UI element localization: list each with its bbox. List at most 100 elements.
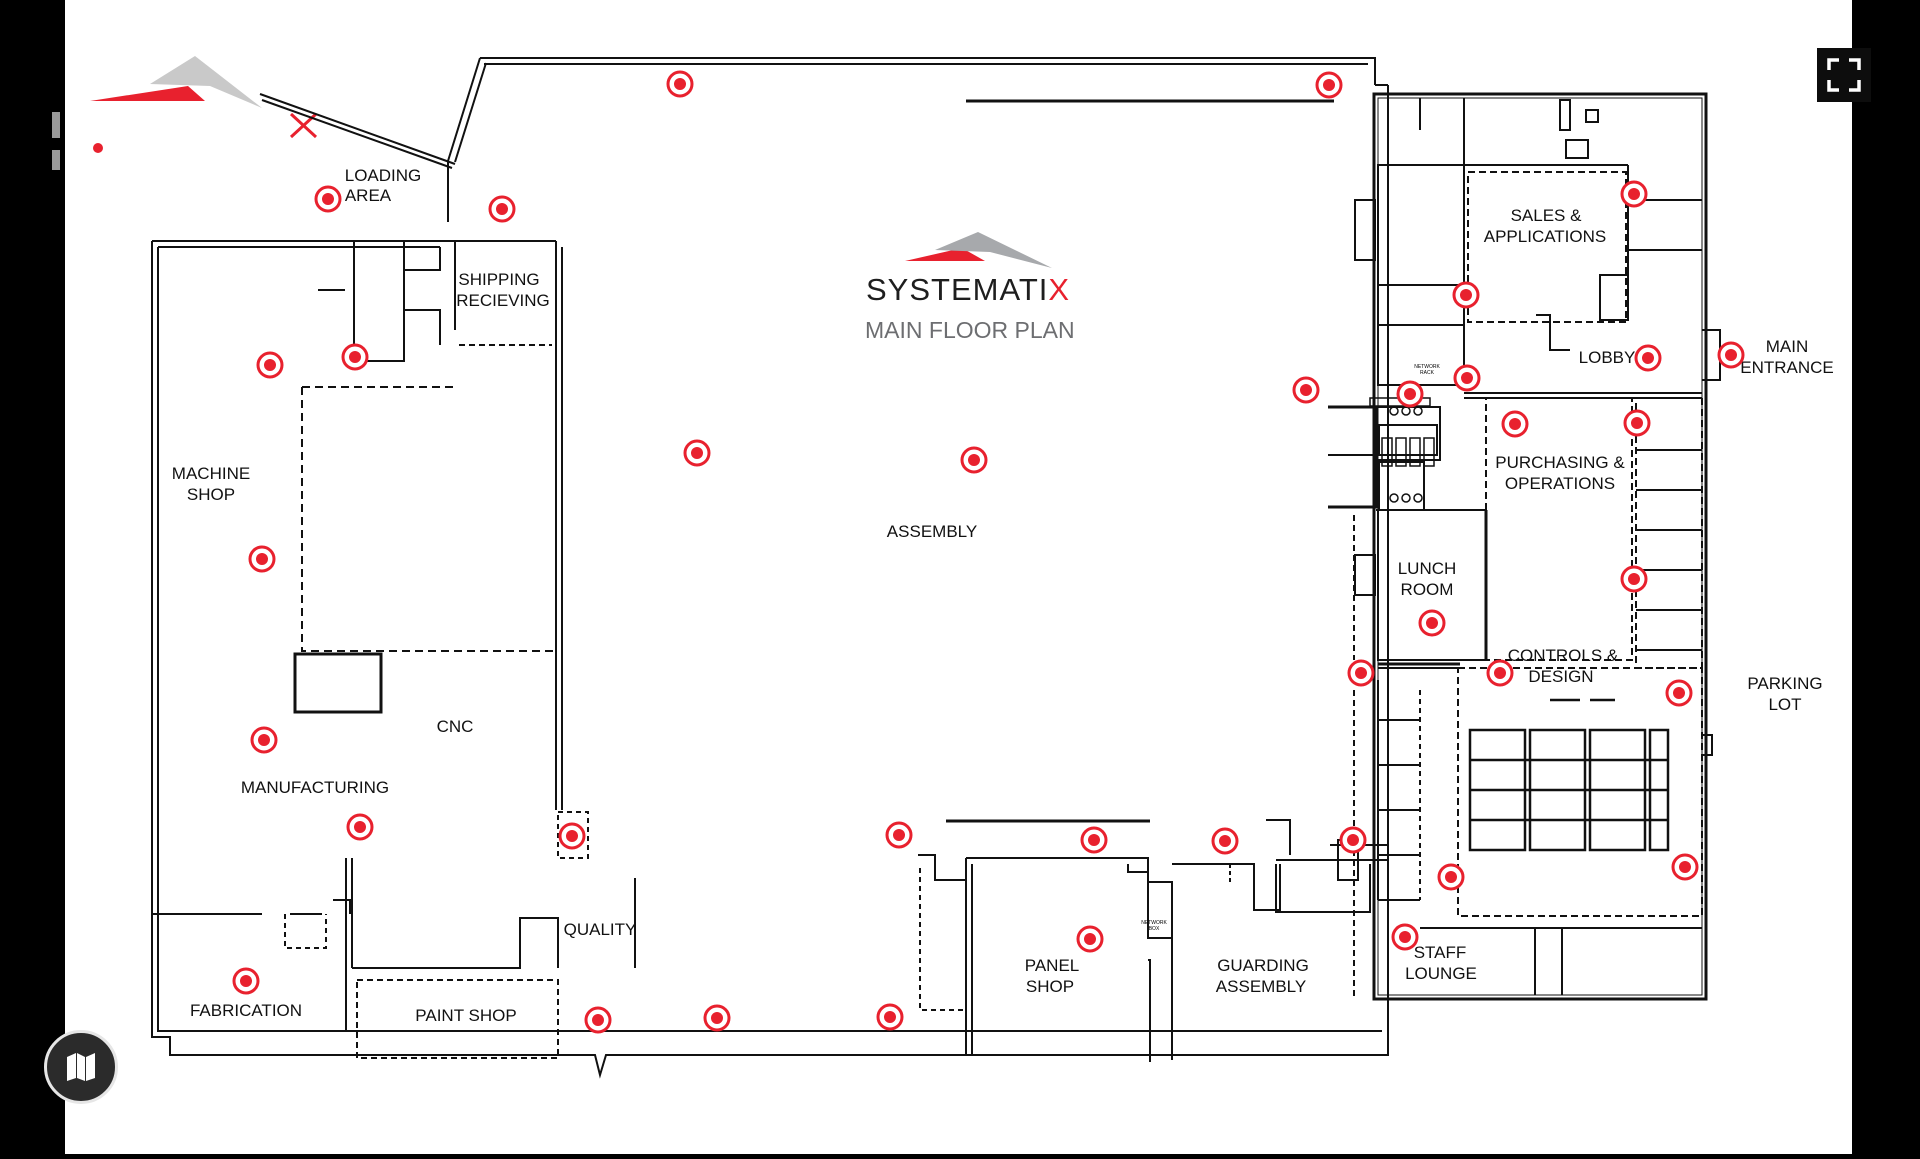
hotspot-dot [1460,289,1472,301]
hotspot-dot [1347,834,1359,846]
label-sales-1: SALES & [1511,206,1583,225]
hotspot-marker[interactable] [248,545,276,573]
hotspot-marker[interactable] [1339,826,1367,854]
hotspot-dot [691,447,703,459]
hotspot-marker[interactable] [584,1006,612,1034]
hotspot-dot [496,203,508,215]
label-purchasing-2: OPERATIONS [1505,474,1615,493]
brand-name: SYSTEMATIX [866,272,1070,307]
hotspot-dot [1084,933,1096,945]
hotspot-dot [1673,687,1685,699]
hotspot-dot [1399,931,1411,943]
label-purchasing-1: PURCHASING & [1495,453,1625,472]
label-manufacturing: MANUFACTURING [241,778,389,797]
map-canvas [65,0,1852,1154]
label-assembly: ASSEMBLY [887,522,977,541]
hotspot-marker[interactable] [1292,376,1320,404]
hotspot-marker[interactable] [250,726,278,754]
fullscreen-button[interactable] [1817,48,1871,102]
hotspot-marker[interactable] [1665,679,1693,707]
hotspot-marker[interactable] [1391,923,1419,951]
hotspot-marker[interactable] [1501,410,1529,438]
hotspot-marker[interactable] [1620,180,1648,208]
label-parking-lot-1: PARKING [1747,674,1822,693]
hotspot-marker[interactable] [1620,565,1648,593]
label-fabrication: FABRICATION [190,1001,302,1020]
label-network-box-2: BOX [1149,926,1160,932]
hotspot-marker[interactable] [1453,364,1481,392]
label-quality: QUALITY [564,920,637,939]
hotspot-marker[interactable] [346,813,374,841]
hotspot-marker[interactable] [666,70,694,98]
label-lunch-room-1: LUNCH [1398,559,1457,578]
hotspot-marker[interactable] [256,351,284,379]
label-network-rack-1: NETWORK [1414,364,1440,370]
label-loading-area-1: LOADING [345,166,422,185]
hotspot-dot [349,351,361,363]
hotspot-marker[interactable] [232,967,260,995]
hotspots [232,70,1745,1034]
label-main-entrance-1: MAIN [1766,337,1809,356]
hotspot-marker[interactable] [1347,659,1375,687]
hotspot-marker[interactable] [1717,341,1745,369]
hotspot-marker[interactable] [1080,826,1108,854]
hotspot-dot [674,78,686,90]
hotspot-dot [1426,617,1438,629]
hotspot-marker[interactable] [1671,853,1699,881]
label-network-rack-2: RACK [1420,370,1435,376]
hotspot-marker[interactable] [341,343,369,371]
hotspot-dot [256,553,268,565]
hotspot-dot [258,734,270,746]
label-guarding-2: ASSEMBLY [1216,977,1306,996]
map-toggle-button[interactable] [44,1030,118,1104]
hotspot-dot [1088,834,1100,846]
room-labels: LOADING AREA SHIPPING RECIEVING MACHINE … [172,166,1834,1025]
building-walls [151,57,1721,1079]
label-loading-area-2: AREA [345,186,392,205]
hotspot-dot [1300,384,1312,396]
hotspot-dot [968,454,980,466]
hotspot-dot [1404,388,1416,400]
hotspot-dot [264,359,276,371]
hotspot-dot [711,1012,723,1024]
hotspot-marker[interactable] [885,821,913,849]
hotspot-marker[interactable] [1315,71,1343,99]
hotspot-marker[interactable] [1623,409,1651,437]
hotspot-marker[interactable] [314,185,342,213]
hotspot-dot [592,1014,604,1026]
hotspot-marker[interactable] [1418,609,1446,637]
hotspot-dot [1461,372,1473,384]
hotspot-dot [1323,79,1335,91]
hotspot-marker[interactable] [960,446,988,474]
label-parking-lot-2: LOT [1768,695,1801,714]
label-panel-shop-1: PANEL [1025,956,1080,975]
label-controls-2: DESIGN [1528,667,1593,686]
hotspot-marker[interactable] [1486,659,1514,687]
label-network-box-1: NETWORK [1141,920,1167,926]
hotspot-marker[interactable] [876,1003,904,1031]
systematix-logo: SYSTEMATIX MAIN FLOOR PLAN [865,232,1075,343]
map-icon [67,1053,95,1081]
hotspot-marker[interactable] [683,439,711,467]
hotspot-dot [354,821,366,833]
hotspot-dot [884,1011,896,1023]
hotspot-marker[interactable] [488,195,516,223]
label-staff-lounge-2: LOUNGE [1405,964,1477,983]
plan-title: MAIN FLOOR PLAN [865,317,1075,343]
label-lobby: LOBBY [1579,348,1636,367]
hotspot-marker[interactable] [1076,925,1104,953]
hotspot-marker[interactable] [1452,281,1480,309]
label-controls-1: CONTROLS & [1508,646,1619,665]
hotspot-dot [1642,352,1654,364]
hotspot-marker[interactable] [1396,380,1424,408]
hotspot-dot [1631,417,1643,429]
hotspot-marker[interactable] [1211,827,1239,855]
hotspot-marker[interactable] [1437,863,1465,891]
hotspot-marker[interactable] [558,822,586,850]
label-guarding-1: GUARDING [1217,956,1309,975]
hotspot-dot [1355,667,1367,679]
hotspot-dot [1679,861,1691,873]
hotspot-marker[interactable] [703,1004,731,1032]
hotspot-marker[interactable] [1634,344,1662,372]
